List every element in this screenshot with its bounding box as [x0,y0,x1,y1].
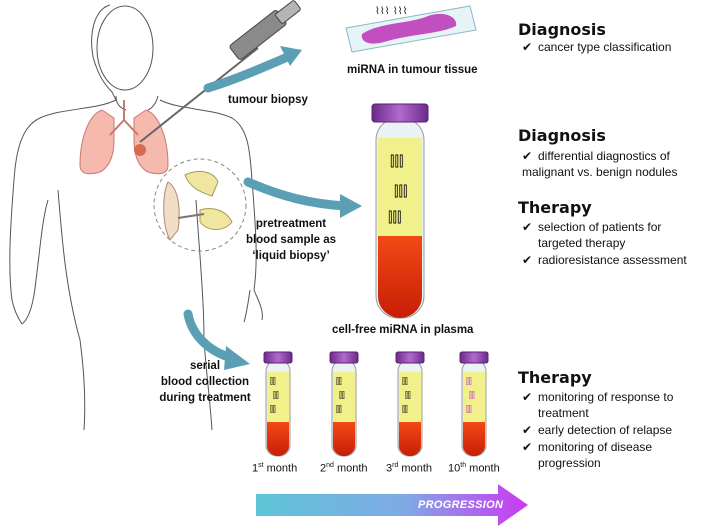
check-icon: ✔ [522,40,533,54]
mirna-strand-icon: ⫿⫿ [270,404,276,415]
therapy-heading: Therapy [518,368,592,387]
blood-draw-magnifier [153,158,247,252]
diagnosis-item-text: differential diagnostics of [538,149,670,163]
mirna-strand-icon: ⫿⫿ [402,376,408,387]
therapy-item-text: radioresistance assessment [538,253,687,267]
mirna-strand-icon: ⫿⫿ [270,376,276,387]
check-icon: ✔ [522,390,533,404]
diagnosis-item-text: cancer type classification [538,40,672,54]
therapy-item: ✔ monitoring of response to treatment [522,390,706,420]
tissue-slide: ⌇⌇⌇ ⌇⌇⌇ [345,5,477,53]
month-label: 2nd month [320,462,368,475]
mirna-strand-icon: ⫿⫿ [469,390,475,401]
mirna-strand-icon: ⫿⫿ [466,404,472,415]
arrow-to-serial-tubes [183,309,237,363]
right-hand-outline [243,289,263,323]
mirna-strand-icon: ⫿⫿ [466,376,472,387]
therapy-item-text: progression [538,456,601,470]
tumour-biopsy-label: tumour biopsy [228,94,308,106]
serial-tubes: ⫿⫿ ⫿⫿ ⫿⫿ ⫿⫿ ⫿⫿ ⫿⫿ ⫿⫿ ⫿⫿ ⫿⫿ ⫿⫿ ⫿⫿ ⫿⫿ [263,351,489,457]
arrow-to-plasma-tube-head [340,194,362,218]
mirna-strand-icon: ⫿⫿⫿ [390,154,403,170]
month-label: 3rd month [386,462,432,475]
therapy-item: ✔ radioresistance assessment [522,253,706,267]
therapy-heading: Therapy [518,198,592,217]
diagnosis-heading: Diagnosis [518,126,606,145]
mirna-strand-icon: ⫿⫿⫿ [388,210,401,226]
plasma-tube-large: ⫿⫿⫿ ⫿⫿⫿ ⫿⫿⫿ [371,103,429,319]
therapy-item: ✔ monitoring of disease progression [522,440,706,470]
progression-label: PROGRESSION [418,499,504,511]
mirna-strand-icon: ⫿⫿⫿ [394,184,407,200]
arrow-to-tissue [203,51,295,93]
svg-text:⌇⌇⌇ ⌇⌇⌇: ⌇⌇⌇ ⌇⌇⌇ [375,6,407,17]
pretreatment-label: pretreatment blood sample as ‘liquid bio… [228,216,354,264]
lungs-icon [79,100,169,175]
serial-tube: ⫿⫿ ⫿⫿ ⫿⫿ [395,351,425,457]
mirna-strand-icon: ⫿⫿ [336,404,342,415]
serial-label-line: during treatment [159,392,251,404]
tumour-icon [134,144,146,156]
human-body-outline [9,4,257,325]
mirna-strand-icon: ⫿⫿ [402,404,408,415]
therapy-item-text: monitoring of disease [538,440,653,454]
arrow-to-plasma-tube [243,177,351,211]
progression-arrow [256,484,528,526]
serial-collection-label: serial blood collection during treatment [150,358,260,406]
serial-tube: ⫿⫿ ⫿⫿ ⫿⫿ [329,351,359,457]
arrow-to-serial-tubes-head [224,346,250,370]
mirna-strand-icon: ⫿⫿ [273,390,279,401]
therapy-item-text: treatment [538,406,589,420]
check-icon: ✔ [522,149,533,163]
mirna-strand-icon: ⫿⫿ [336,376,342,387]
therapy-item-text: targeted therapy [538,236,626,250]
human-neck [115,95,159,111]
therapy-item-text: selection of patients for [538,220,662,234]
mirna-strand-icon: ⫿⫿ [339,390,345,401]
therapy-item: ✔ selection of patients for targeted the… [522,220,706,250]
month-label: 1st month [252,462,298,475]
pretreatment-label-line: ‘liquid biopsy’ [252,250,330,262]
check-icon: ✔ [522,220,533,234]
serial-tube: ⫿⫿ ⫿⫿ ⫿⫿ [263,351,293,457]
arrow-to-tissue-head [280,46,302,66]
biopsy-needle-icon [139,0,301,143]
therapy-item-text: early detection of relapse [538,423,673,437]
check-icon: ✔ [522,440,533,454]
pretreatment-label-line: blood sample as [245,234,337,246]
diagnosis-item: ✔ cancer type classification [522,40,702,54]
serial-label-line: serial [189,360,221,372]
diagnosis-heading: Diagnosis [518,20,606,39]
diagnosis-item: ✔ differential diagnostics of malignant … [522,149,706,179]
therapy-item: ✔ early detection of relapse [522,423,706,437]
pretreatment-label-line: pretreatment [255,218,327,230]
mirna-strand-icon: ⫿⫿ [405,390,411,401]
mirna-tissue-label: miRNA in tumour tissue [347,64,478,76]
diagnosis-item-text: malignant vs. benign nodules [522,165,678,179]
serial-label-line: blood collection [160,376,250,388]
therapy-item-text: monitoring of response to [538,390,674,404]
cell-free-label: cell-free miRNA in plasma [332,324,474,336]
check-icon: ✔ [522,423,533,437]
human-head-outline [96,5,154,91]
serial-tube: ⫿⫿ ⫿⫿ ⫿⫿ [459,351,489,457]
month-label: 10th month [448,462,500,475]
check-icon: ✔ [522,253,533,267]
